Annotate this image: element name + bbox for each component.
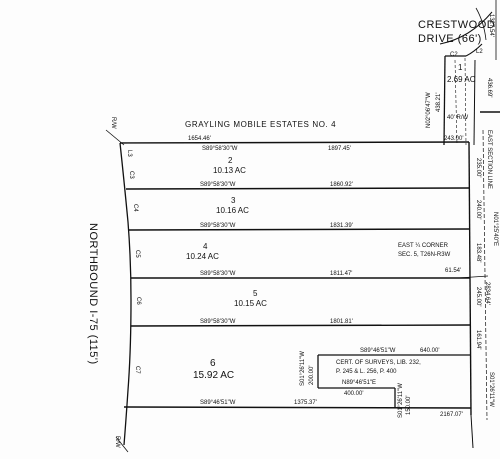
road-curve-inner (475, 7, 487, 41)
lot6-curve: C7 (134, 366, 140, 374)
east-dim-4: 61.54' (445, 268, 462, 274)
east-dim-2: 240.00' (475, 200, 481, 220)
cert-top-bearing: S89°46'51"W (360, 348, 396, 354)
lot3-bearing: S89°58'30"W (200, 223, 236, 229)
lot1-easement: 40' R/W (447, 115, 469, 121)
lot1-curve (465, 43, 483, 57)
east-south-bearing: S01°26'11"W (488, 372, 494, 407)
rw-mark-bottom: R/W (114, 436, 120, 448)
east-boundary-line-lower (470, 414, 474, 449)
cert-west-bearing: S01°26'11"W (300, 351, 306, 386)
lot2-area: 10.13 AC (213, 166, 246, 175)
road-name-line1: CRESTWOOD (418, 19, 496, 31)
highway-label: NORTHBOUND I-75 (115') (87, 223, 99, 365)
lot1-area: 2.69 AC (447, 75, 476, 84)
east-dim-5: 245.00' (475, 287, 481, 307)
lot2-number: 2 (228, 156, 233, 165)
row-tick-bottom (115, 436, 129, 453)
west-row-line (119, 142, 132, 446)
lot6-bearing: S89°46'51"W (200, 400, 236, 406)
corner-label-line2: SEC. 5, T26N-R3W (398, 252, 451, 258)
lot5-curve: C6 (135, 297, 141, 305)
road-curve-outer (439, 11, 493, 45)
cert-west-dist: 200.00' (309, 365, 315, 386)
lot2-bearing: S89°58'30"W (200, 182, 236, 188)
east-dim-3: 183.48' (475, 243, 481, 263)
lot4-bearing: S89°58'30"W (200, 271, 236, 277)
lot1-curve-label: C2 (450, 52, 458, 58)
lot1-east-line (473, 59, 476, 146)
subdivision-label: GRAYLING MOBILE ESTATES NO. 4 (185, 120, 337, 129)
lot1-east-dist: 436.69' (486, 78, 492, 98)
lot5-dist: 1801.81' (330, 319, 353, 325)
lot5-number: 5 (253, 289, 258, 298)
lot3-curve: C4 (132, 204, 138, 212)
lot1-west-bearing: N02°06'47"W (426, 92, 432, 128)
lot1-west-line (443, 55, 446, 146)
east-section-line-label: EAST SECTION LINE (486, 130, 492, 189)
rw-mark-top: R/W (110, 117, 116, 129)
line-3-4 (128, 228, 470, 231)
top-bearing: S89°58'30"W (202, 146, 238, 152)
lot4-dist: 1811.47' (330, 271, 353, 277)
top-dim-left: 1654.46' (188, 136, 211, 142)
line-2-3 (125, 187, 470, 190)
cert-top-dist: 640.00' (420, 348, 440, 354)
bottom-boundary-line (123, 406, 472, 409)
east-segment-dim: 243.00' (444, 136, 464, 142)
l3-label: L3 (126, 150, 132, 157)
cert-mid-bearing: N89°46'51"E (342, 380, 377, 386)
lot5-area: 10.15 AC (234, 299, 267, 308)
lot1-number: 1 (458, 63, 463, 72)
lot1-curve-label2: L2 (476, 49, 483, 55)
lot6-dist: 1375.37' (294, 400, 317, 406)
lot3-area: 10.16 AC (216, 206, 249, 215)
cert-label-line2: P. 245 & L. 256, P. 400 (336, 369, 397, 375)
lot6-area: 15.92 AC (193, 370, 235, 381)
cert-south-bearing: S01°26'11"W (398, 383, 404, 418)
lot3-number: 3 (231, 196, 236, 205)
lot6-number: 6 (210, 358, 216, 369)
cert-south-dist: 150.00' (406, 395, 412, 416)
top-boundary-line (119, 141, 470, 144)
corner-tie-line (457, 275, 489, 279)
lot4-number: 4 (203, 242, 208, 251)
lot2-curve: C3 (128, 171, 134, 179)
cert-label-line1: CERT. OF SURVEYS, LIB. 232, (336, 360, 421, 366)
easement-line-1 (454, 59, 458, 146)
cert-mid-dist: 400.00' (344, 391, 364, 397)
lot1-top-dim: 1327.54' (488, 14, 494, 37)
lot3-dist: 1831.39' (330, 223, 353, 229)
corner-label-line1: EAST ¼ CORNER (398, 243, 448, 249)
east-dim-6: 161.94' (475, 330, 481, 350)
east-dim-1: 235.00' (475, 158, 481, 178)
line-5-6 (130, 324, 471, 327)
east-south-dim: 2167.07' (440, 412, 463, 418)
easement-line-2 (464, 57, 467, 146)
lot5-bearing: S89°58'30"W (200, 319, 236, 325)
lot1-west-dist: 438.21' (436, 92, 442, 113)
east-section-line (482, 129, 488, 421)
top-dim-right: 1897.45' (328, 146, 351, 152)
east-bearing: N01°25'40"E (492, 212, 498, 247)
lot2-dist: 1860.92' (330, 182, 353, 188)
lot4-curve: C5 (134, 250, 140, 258)
east-long-dim: 2834.64' (484, 282, 490, 305)
road-name-line2: DRIVE (66') (418, 33, 482, 45)
lot4-area: 10.24 AC (186, 252, 219, 261)
